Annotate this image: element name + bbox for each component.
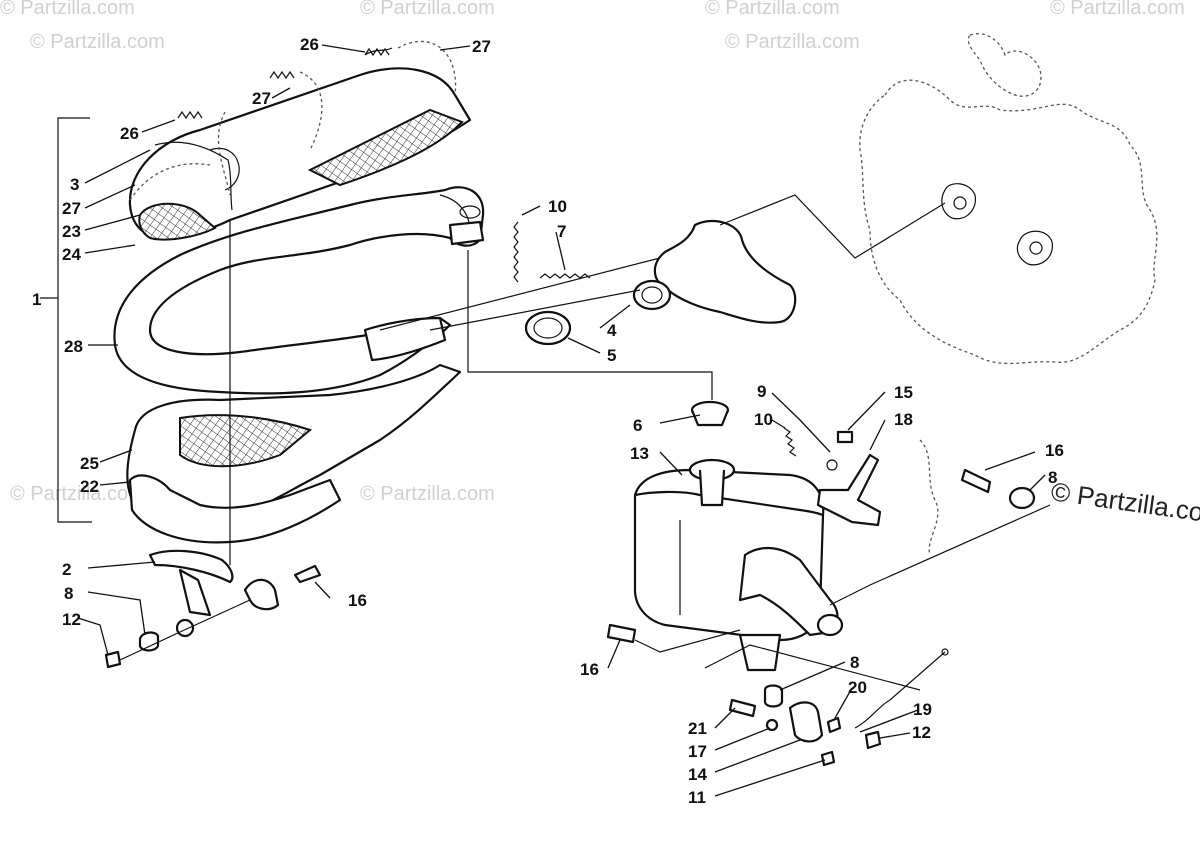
watermark: © Partzilla.com — [360, 0, 495, 19]
callout-9: 9 — [757, 382, 766, 401]
callout-16-right: 16 — [1045, 441, 1064, 460]
callout-14: 14 — [688, 765, 707, 784]
leader-lines — [77, 44, 1046, 797]
callout-27-left: 27 — [62, 199, 81, 218]
heat-shield-lower — [126, 363, 462, 544]
callout-11: 11 — [688, 788, 706, 807]
callout-28: 28 — [64, 337, 83, 356]
callout-8-lower: 8 — [850, 653, 859, 672]
watermark: © Partzilla.com — [360, 483, 495, 505]
watermark: © Partzilla.com — [725, 31, 860, 53]
callout-6: 6 — [633, 416, 642, 435]
callout-16-lower: 16 — [580, 660, 599, 679]
engine-outline — [859, 33, 1158, 365]
callout-12-right: 12 — [912, 723, 931, 742]
callout-15: 15 — [894, 383, 913, 402]
callout-18: 18 — [894, 410, 913, 429]
watermark: © Partzilla.com — [10, 483, 145, 505]
callout-10-top: 10 — [548, 197, 567, 216]
exhaust-manifold — [379, 194, 946, 346]
callout-27-mid: 27 — [252, 89, 271, 108]
callout-12-left: 12 — [62, 610, 81, 629]
watermark: © Partzilla.com — [30, 31, 165, 53]
assembly-bracket — [40, 117, 92, 523]
callout-26-left: 26 — [120, 124, 139, 143]
callout-7: 7 — [557, 222, 566, 241]
mount-hardware — [606, 623, 949, 767]
watermark: © Partzilla.com — [1050, 0, 1185, 19]
callout-3: 3 — [70, 175, 79, 194]
callout-22: 22 — [80, 477, 99, 496]
callout-17: 17 — [688, 742, 707, 761]
callout-20: 20 — [848, 678, 867, 697]
callout-5: 5 — [607, 346, 616, 365]
callout-10-right: 10 — [754, 410, 773, 429]
bracket-18 — [783, 427, 1051, 606]
callout-19: 19 — [913, 700, 932, 719]
callout-26-top: 26 — [300, 35, 319, 54]
callout-21: 21 — [688, 719, 707, 738]
watermark-main: © Partzilla.co — [1049, 476, 1200, 527]
callout-27-top: 27 — [472, 37, 491, 56]
watermark: © Partzilla.com — [0, 0, 135, 19]
watermark: © Partzilla.com — [705, 0, 840, 19]
callout-4: 4 — [607, 321, 617, 340]
callout-13: 13 — [630, 444, 649, 463]
muffler — [467, 250, 844, 672]
callout-23: 23 — [62, 222, 81, 241]
callout-2: 2 — [62, 560, 71, 579]
callout-8-left: 8 — [64, 584, 73, 603]
heat-shield-upper — [128, 67, 472, 241]
callout-16-left: 16 — [348, 591, 367, 610]
springs-upper — [129, 40, 457, 211]
callout-1: 1 — [32, 290, 41, 309]
callout-8-right: 8 — [1048, 468, 1057, 487]
springs-middle — [513, 221, 591, 283]
callout-24: 24 — [62, 245, 81, 264]
callout-labels: 1 2 3 4 5 6 7 8 8 8 9 10 10 11 12 12 13 … — [32, 35, 1064, 807]
mount-hardware-left — [104, 220, 322, 669]
callout-25: 25 — [80, 454, 99, 473]
